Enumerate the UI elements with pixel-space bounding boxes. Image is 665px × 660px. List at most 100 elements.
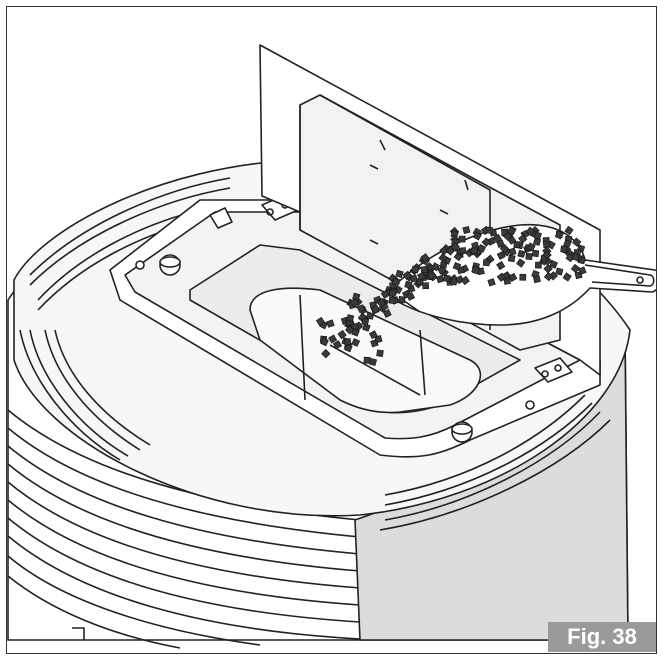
pellet — [526, 242, 536, 252]
pellet — [506, 226, 516, 236]
pellet — [518, 234, 528, 244]
pellet — [391, 277, 400, 286]
pellet — [496, 251, 506, 260]
pellet — [532, 275, 541, 284]
pellet — [356, 304, 366, 314]
pellet — [508, 247, 517, 256]
pellet — [507, 254, 516, 263]
pellet — [439, 246, 449, 256]
pellet — [450, 242, 460, 252]
pellet — [377, 298, 386, 307]
pellet — [371, 304, 381, 314]
pellet — [513, 241, 521, 248]
pellet — [402, 270, 412, 281]
pellet — [328, 334, 338, 344]
pellet — [499, 244, 510, 254]
pellet — [460, 275, 470, 286]
pellet — [517, 249, 526, 258]
pellet — [481, 237, 491, 247]
pellet — [404, 280, 413, 289]
pellet — [411, 265, 420, 274]
pellet — [376, 349, 384, 357]
pellet — [458, 235, 466, 243]
pellet — [492, 233, 502, 243]
pellet — [315, 316, 326, 326]
pellet — [417, 271, 426, 281]
pellet — [577, 266, 587, 276]
pellet — [542, 250, 552, 260]
pellet — [326, 319, 335, 328]
pellet — [555, 267, 564, 276]
pellet — [471, 265, 481, 275]
pellet — [436, 274, 445, 284]
pellet — [519, 273, 527, 281]
pellet — [564, 225, 574, 236]
pellet — [531, 249, 540, 258]
pellet — [406, 291, 416, 301]
pellet — [332, 340, 342, 350]
pellet — [321, 349, 331, 359]
pellet — [320, 337, 329, 347]
pellet — [337, 329, 347, 340]
pellet — [516, 258, 526, 268]
pellet — [462, 225, 471, 235]
pellet — [361, 317, 370, 326]
pellet — [374, 335, 383, 344]
pellet — [366, 312, 374, 320]
pellet — [560, 245, 568, 253]
pellet — [368, 357, 378, 367]
pellet — [409, 274, 418, 283]
pellet — [395, 269, 404, 279]
pellet — [535, 261, 542, 269]
pellet — [470, 247, 478, 255]
pellet — [346, 314, 355, 323]
pellet — [549, 260, 558, 269]
pellet — [542, 240, 551, 249]
pellet — [485, 226, 493, 234]
pellet — [571, 253, 580, 262]
pellet — [382, 309, 392, 318]
pellet — [388, 296, 396, 305]
pellet — [563, 239, 572, 249]
pellet — [472, 231, 482, 241]
pellet — [482, 259, 490, 267]
pellet — [420, 253, 430, 263]
pellet — [351, 328, 360, 337]
pellet — [554, 230, 564, 240]
wood-pellets — [315, 225, 587, 367]
pellet — [437, 265, 447, 275]
pellet — [420, 265, 428, 274]
pellet — [543, 271, 554, 282]
pellet — [572, 237, 582, 247]
pellet — [543, 264, 553, 274]
figure-label: Fig. 38 — [548, 622, 656, 652]
pellet — [562, 272, 572, 282]
pellet — [349, 297, 360, 308]
pellet — [496, 261, 506, 271]
pellet — [351, 338, 361, 347]
pellet — [438, 253, 448, 263]
pellet — [455, 275, 465, 285]
pellet — [496, 272, 507, 282]
pellet — [345, 325, 355, 335]
pellet — [533, 231, 542, 240]
pellet — [431, 262, 441, 272]
pellet — [344, 343, 353, 353]
pellet — [363, 356, 371, 364]
pellet — [508, 272, 518, 282]
pellet — [389, 289, 396, 297]
pellet — [422, 282, 430, 290]
pellet — [503, 231, 513, 242]
pellet — [459, 247, 467, 255]
pellet — [525, 252, 533, 260]
pellet — [380, 289, 390, 299]
pellet — [398, 295, 406, 304]
pellet — [343, 338, 352, 346]
pellet — [443, 274, 451, 283]
pellet — [452, 262, 462, 271]
pellet — [426, 270, 436, 280]
pellet — [487, 278, 496, 287]
pellet — [570, 263, 581, 274]
pellet — [477, 244, 487, 253]
